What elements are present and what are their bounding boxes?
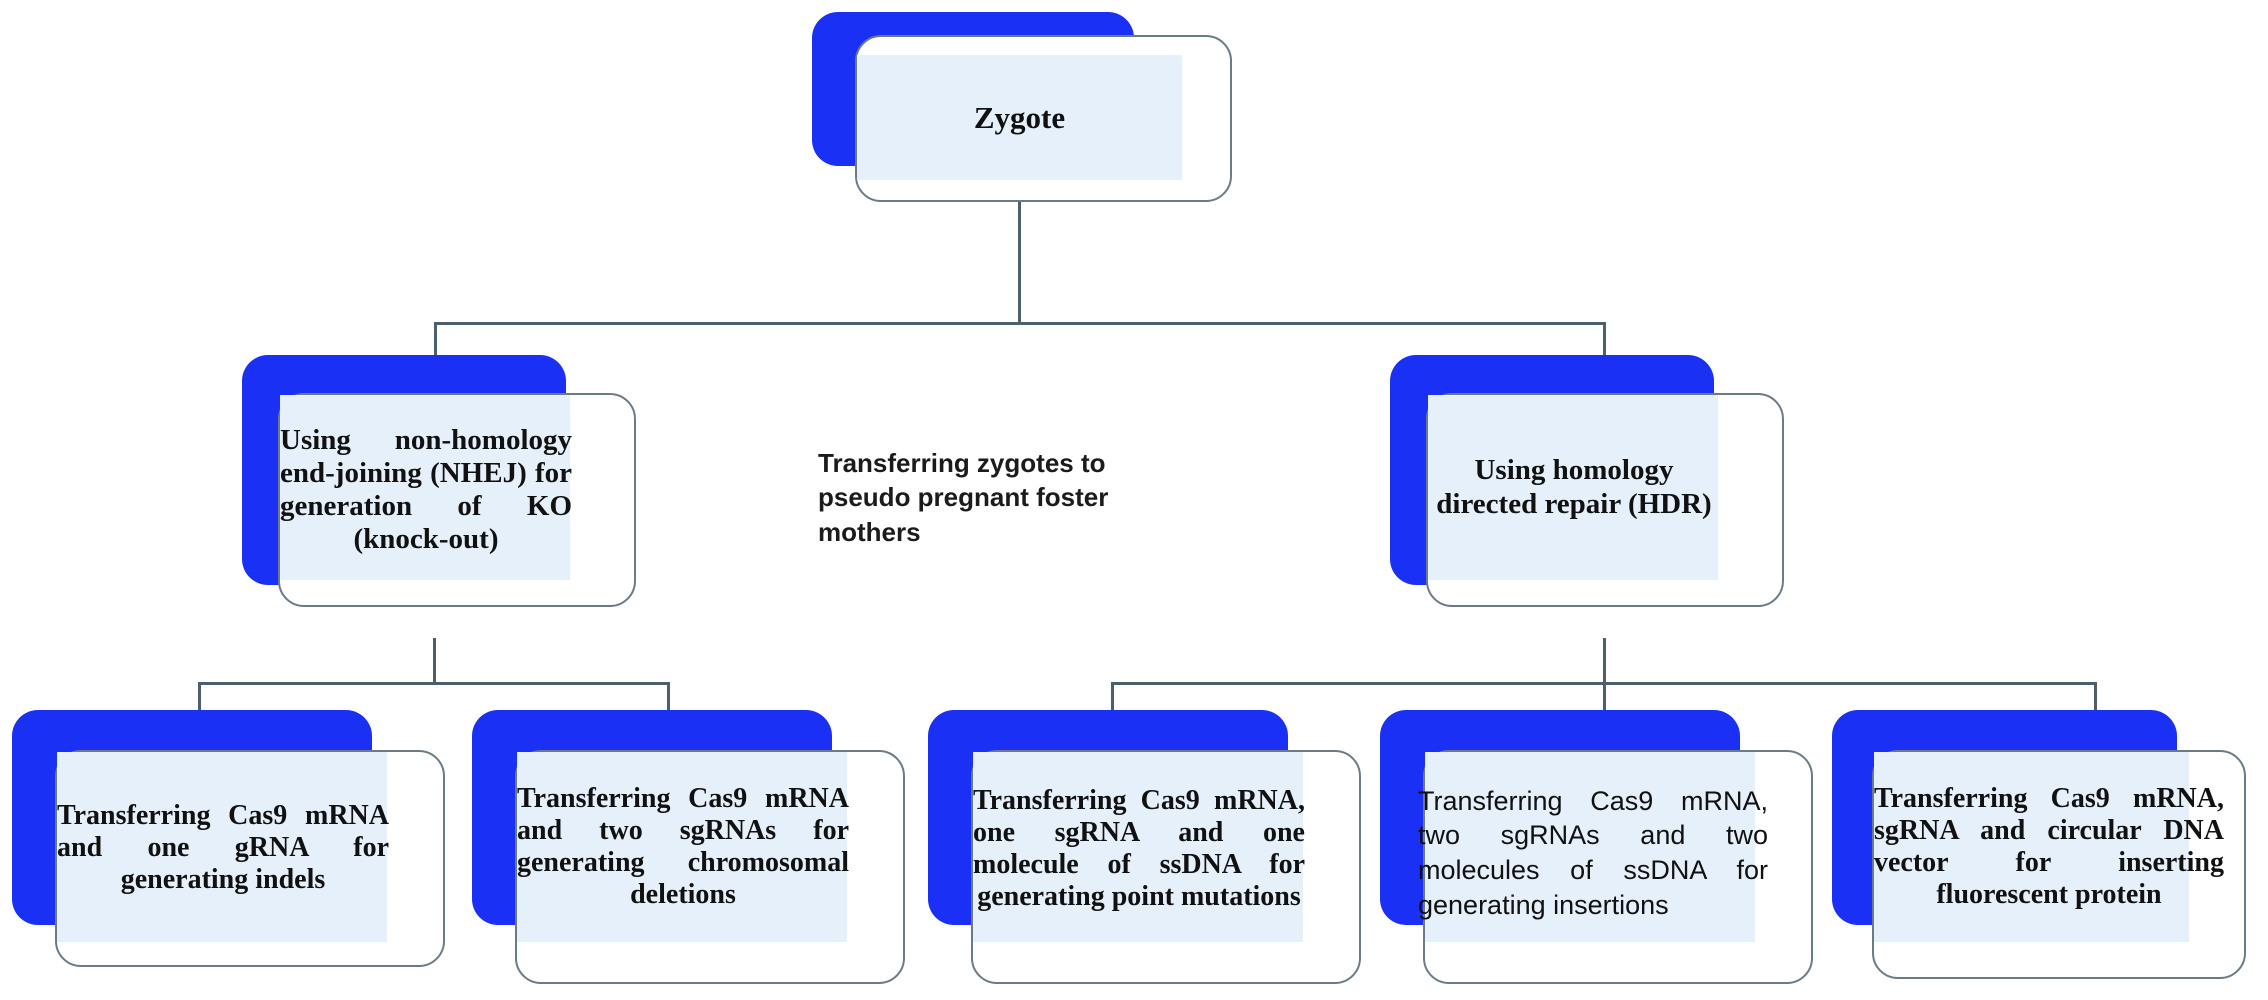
- edge-to-fluor-prot: [2094, 682, 2097, 720]
- node-nhej[interactable]: Using non-homology end-joining (NHEJ) fo…: [242, 355, 672, 645]
- node-point-mut-fill: [973, 752, 1303, 942]
- node-nhej-fill: [280, 395, 570, 580]
- node-deletions[interactable]: Transferring Cas9 mRNA and two sgRNAs fo…: [472, 710, 912, 1000]
- node-point-mut[interactable]: Transferring Cas9 mRNA, one sgRNA and on…: [928, 710, 1378, 1000]
- edge-hdr-stem: [1603, 638, 1606, 720]
- node-zygote-fill: [857, 55, 1182, 180]
- node-indels-fill: [57, 752, 387, 942]
- node-deletions-fill: [517, 752, 847, 942]
- edge-level1-bar: [434, 322, 1606, 325]
- edge-zygote-stem: [1018, 196, 1021, 324]
- edge-nhej-stem: [433, 638, 436, 684]
- edge-to-hdr: [1603, 322, 1606, 368]
- edge-to-deletions: [667, 682, 670, 720]
- node-fluor-prot[interactable]: Transferring Cas9 mRNA, sgRNA and circul…: [1832, 710, 2268, 1000]
- edge-hdr-bar: [1111, 682, 2097, 685]
- node-insertions[interactable]: Transferring Cas9 mRNA, two sgRNAs and t…: [1380, 710, 1830, 1000]
- node-indels[interactable]: Transferring Cas9 mRNA and one gRNA for …: [12, 710, 452, 990]
- annotation-transfer-note-label: Transferring zygotes to pseudo pregnant …: [818, 448, 1109, 547]
- edge-nhej-bar: [198, 682, 670, 685]
- edge-to-nhej: [434, 322, 437, 368]
- node-insertions-fill: [1425, 752, 1755, 942]
- node-fluor-prot-fill: [1874, 752, 2189, 942]
- node-zygote[interactable]: Zygote: [812, 12, 1232, 202]
- node-hdr[interactable]: Using homology directed repair (HDR): [1390, 355, 1820, 645]
- node-hdr-fill: [1428, 395, 1718, 580]
- annotation-transfer-note: Transferring zygotes to pseudo pregnant …: [818, 446, 1178, 549]
- edge-to-indels: [198, 682, 201, 720]
- edge-to-point-mut: [1111, 682, 1114, 720]
